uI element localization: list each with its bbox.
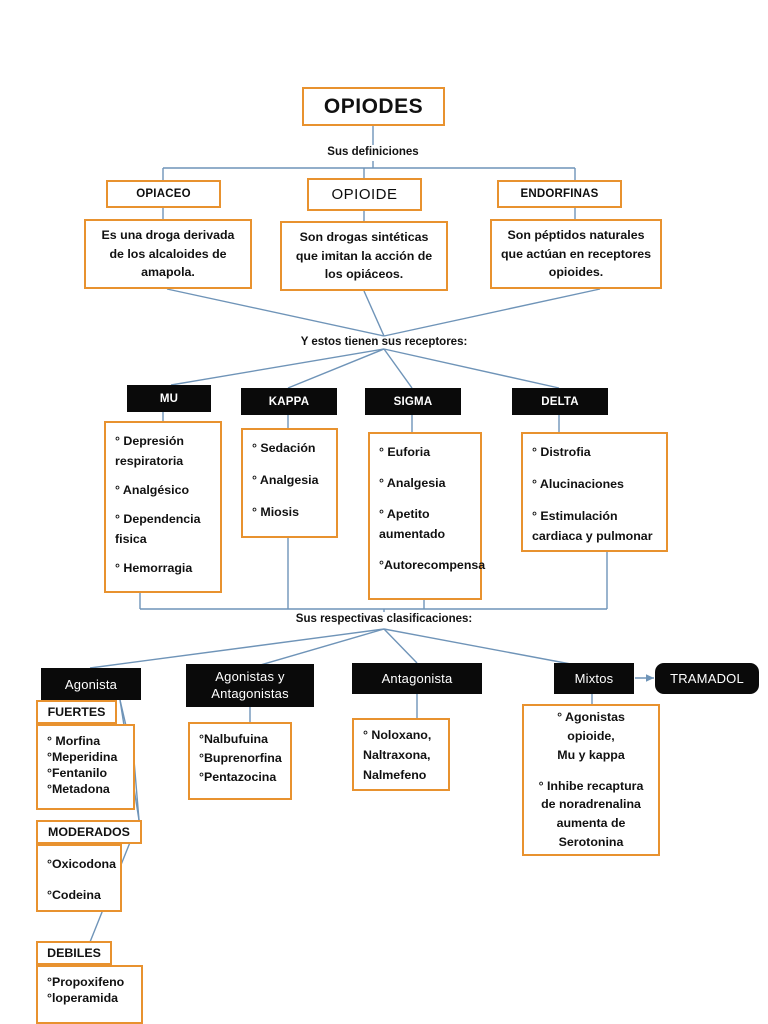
classification-body-agonistas-antagonistas: °Nalbufuina °Buprenorfina °Pentazocina [188, 722, 292, 800]
classification-heading-mixtos: Mixtos [554, 663, 634, 694]
receptor-item-list: ° Euforia ° Analgesia ° Apetito aumentad… [379, 445, 486, 573]
connector-label-receptors: Y estos tienen sus receptores: [300, 336, 468, 348]
classification-heading-label: Agonista [64, 676, 118, 692]
receptor-item-list: ° Depresión respiratoria ° Analgésico ° … [115, 434, 201, 576]
subgroup-label-debiles: DEBILES [36, 941, 112, 965]
receptor-heading-kappa: KAPPA [241, 388, 337, 415]
classification-heading-antagonista: Antagonista [352, 663, 482, 694]
definition-body-opioide: Son drogas sintéticas que imitan la acci… [280, 221, 448, 291]
subgroup-item-list: °Propoxifeno °loperamida [47, 975, 125, 1005]
definition-heading-endorfinas: ENDORFINAS [497, 180, 622, 208]
definition-heading-opiaceo: OPIACEO [106, 180, 221, 208]
definition-heading-label: OPIOIDE [331, 186, 398, 203]
subgroup-body-moderados: °Oxicodona °Codeina [36, 844, 122, 912]
subgroup-label: DEBILES [47, 946, 101, 960]
receptor-heading-label: SIGMA [393, 395, 433, 408]
classification-item-list: °Nalbufuina °Buprenorfina °Pentazocina [199, 732, 282, 784]
subgroup-label-fuertes: FUERTES [36, 700, 117, 724]
subgroup-label-moderados: MODERADOS [36, 820, 142, 844]
definition-heading-label: ENDORFINAS [520, 188, 599, 200]
title-box: OPIODES [302, 87, 445, 126]
receptor-heading-sigma: SIGMA [365, 388, 461, 415]
classification-heading-agonista: Agonista [41, 668, 141, 700]
drug-heading-label: TRAMADOL [670, 671, 744, 686]
definition-body-opiaceo: Es una droga derivada de los alcaloides … [84, 219, 252, 289]
connector-label-classifications: Sus respectivas clasificaciones: [295, 613, 473, 625]
receptor-heading-label: DELTA [541, 395, 579, 408]
classification-body-mixtos: ° Agonistas opioide, Mu y kappa ° Inhibe… [522, 704, 660, 856]
drug-heading-tramadol: TRAMADOL [655, 663, 759, 694]
connector-label-definitions: Sus definiciones [327, 146, 419, 158]
page-title: OPIODES [323, 94, 424, 118]
classification-heading-label: Antagonista [381, 671, 453, 686]
classification-heading-label: Agonistas y Antagonistas [211, 669, 289, 701]
receptor-item-list: ° Distrofia ° Alucinaciones ° Estimulaci… [532, 445, 653, 544]
receptor-heading-label: KAPPA [268, 395, 310, 408]
receptor-item-list: ° Sedación ° Analgesia ° Miosis [252, 441, 319, 520]
subgroup-label: FUERTES [47, 705, 106, 719]
subgroup-body-fuertes: ° Morfina °Meperidina °Fentanilo °Metado… [36, 724, 135, 810]
receptor-heading-label: MU [159, 392, 179, 405]
receptor-body-sigma: ° Euforia ° Analgesia ° Apetito aumentad… [368, 432, 485, 600]
receptor-heading-delta: DELTA [512, 388, 608, 415]
subgroup-label: MODERADOS [48, 825, 130, 839]
classification-body-text: ° Agonistas opioide, Mu y kappa ° Inhibe… [538, 710, 644, 850]
definition-heading-opioide: OPIOIDE [307, 178, 422, 211]
classification-heading-agonistas-antagonistas: Agonistas y Antagonistas [186, 664, 314, 707]
definition-heading-label: OPIACEO [136, 188, 191, 200]
subgroup-body-debiles: °Propoxifeno °loperamida [36, 965, 143, 1024]
classification-item-list: ° Noloxano, Naltraxona, Nalmefeno [363, 728, 432, 782]
receptor-body-mu: ° Depresión respiratoria ° Analgésico ° … [104, 421, 222, 593]
definition-body-text: Es una droga derivada de los alcaloides … [101, 227, 235, 280]
receptor-body-kappa: ° Sedación ° Analgesia ° Miosis [241, 428, 338, 538]
definition-body-text: Son drogas sintéticas que imitan la acci… [295, 229, 433, 282]
definition-body-text: Son péptidos naturales que actúan en rec… [500, 227, 652, 280]
definition-body-endorfinas: Son péptidos naturales que actúan en rec… [490, 219, 662, 289]
receptor-heading-mu: MU [127, 385, 211, 412]
classification-body-antagonista: ° Noloxano, Naltraxona, Nalmefeno [352, 718, 450, 791]
receptor-body-delta: ° Distrofia ° Alucinaciones ° Estimulaci… [521, 432, 668, 552]
classification-heading-label: Mixtos [574, 671, 614, 686]
subgroup-item-list: ° Morfina °Meperidina °Fentanilo °Metado… [47, 734, 118, 796]
subgroup-item-list: °Oxicodona °Codeina [47, 857, 116, 903]
